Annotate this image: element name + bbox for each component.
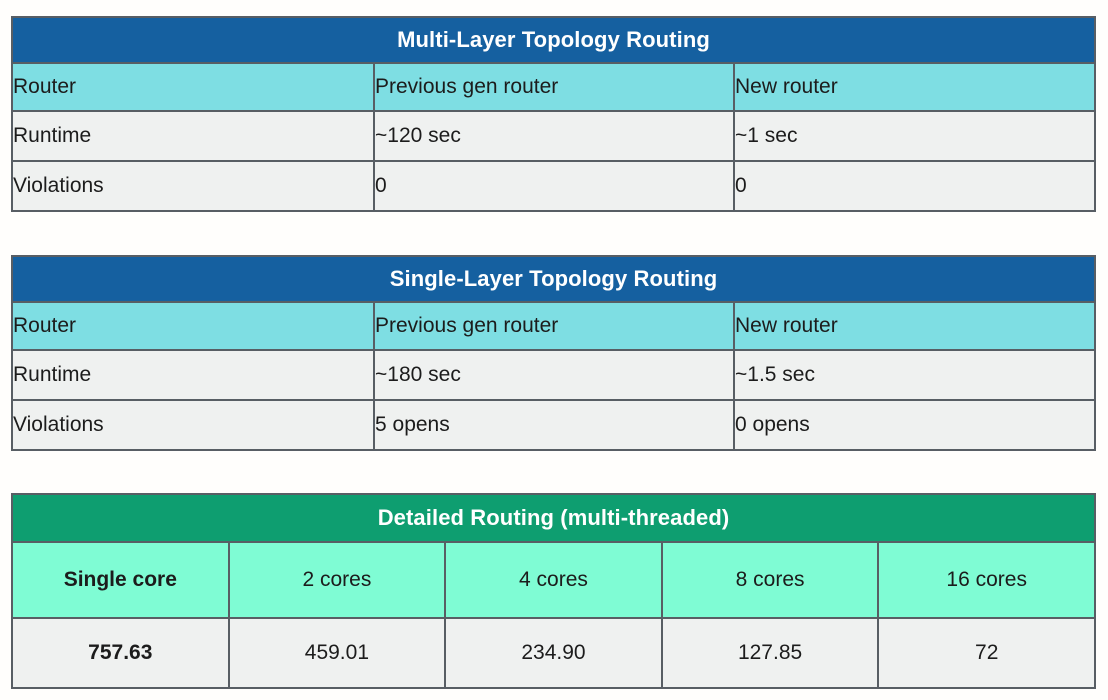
cell-violations-new-router: 0 [733, 160, 1096, 212]
table-row: Violations 0 0 [11, 160, 1096, 212]
table-column-header-row: Single core 2 cores 4 cores 8 cores 16 c… [11, 541, 1097, 619]
cell-violations-previous-gen-router: 0 [373, 160, 735, 212]
cell-runtime-new-router: ~1.5 sec [732, 349, 1097, 401]
column-header-2-cores: 2 cores [227, 541, 447, 619]
table-banner-row: Detailed Routing (multi-threaded) [10, 493, 1097, 543]
cell-runtime-16-cores: 72 [877, 617, 1097, 689]
cell-violations-previous-gen-router: 5 opens [373, 399, 735, 451]
column-header-16-cores: 16 cores [877, 541, 1097, 619]
column-header-router: Router [11, 62, 375, 112]
column-header-8-cores: 8 cores [660, 541, 880, 619]
column-header-previous-gen-router: Previous gen router [373, 62, 735, 112]
table-row: 757.63 459.01 234.90 127.85 72 [11, 617, 1097, 689]
cell-runtime-previous-gen-router: ~180 sec [373, 349, 735, 401]
column-header-single-core: Single core [11, 541, 230, 619]
table-column-header-row: Router Previous gen router New router [11, 62, 1096, 112]
table-row: Runtime ~180 sec ~1.5 sec [11, 349, 1097, 401]
table-column-header-row: Router Previous gen router New router [11, 301, 1097, 351]
table-title-detailed-routing: Detailed Routing (multi-threaded) [10, 493, 1097, 543]
cell-runtime-8-cores: 127.85 [660, 617, 880, 689]
column-header-new-router: New router [732, 301, 1097, 351]
cell-runtime-new-router: ~1 sec [733, 110, 1096, 162]
cell-runtime-previous-gen-router: ~120 sec [373, 110, 735, 162]
table-banner-row: Single-Layer Topology Routing [10, 255, 1097, 303]
cell-runtime-single-core: 757.63 [11, 617, 230, 689]
row-label-violations: Violations [11, 399, 375, 451]
row-label-violations: Violations [11, 160, 375, 212]
column-header-router: Router [11, 301, 375, 351]
table-title-multi-layer: Multi-Layer Topology Routing [11, 16, 1096, 64]
table-row: Violations 5 opens 0 opens [11, 399, 1097, 451]
table-title-single-layer: Single-Layer Topology Routing [10, 255, 1097, 303]
column-header-new-router: New router [733, 62, 1096, 112]
table-row: Runtime ~120 sec ~1 sec [11, 110, 1096, 162]
cell-violations-new-router: 0 opens [732, 399, 1097, 451]
table-banner-row: Multi-Layer Topology Routing [11, 16, 1096, 64]
row-label-runtime: Runtime [11, 349, 375, 401]
row-label-runtime: Runtime [11, 110, 375, 162]
column-header-previous-gen-router: Previous gen router [373, 301, 735, 351]
table-single-layer-topology-routing: Single-Layer Topology Routing Router Pre… [10, 255, 1097, 451]
cell-runtime-2-cores: 459.01 [227, 617, 447, 689]
table-multi-layer-topology-routing: Multi-Layer Topology Routing Router Prev… [11, 16, 1096, 212]
column-header-4-cores: 4 cores [444, 541, 663, 619]
cell-runtime-4-cores: 234.90 [444, 617, 663, 689]
table-detailed-routing-multi-threaded: Detailed Routing (multi-threaded) Single… [10, 493, 1097, 689]
